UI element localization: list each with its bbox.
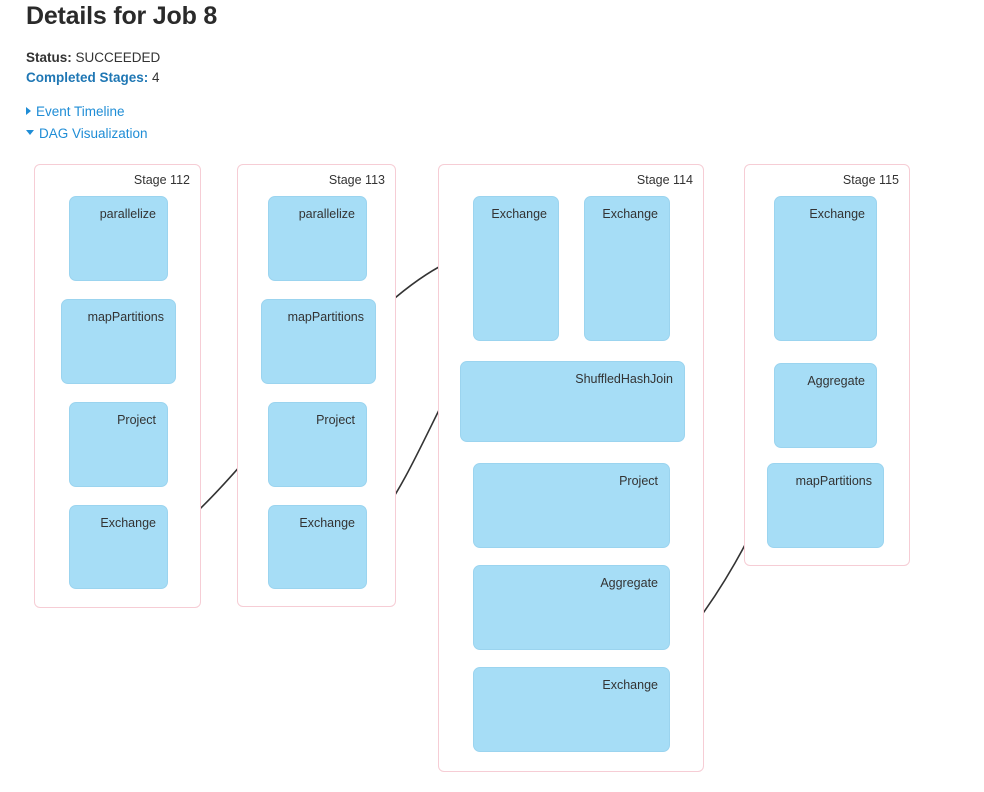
rdd-node-label: mapPartitions xyxy=(795,474,872,488)
rdd-node-project[interactable]: Project xyxy=(268,402,367,487)
rdd-node-label: parallelize xyxy=(298,207,355,221)
rdd-node-mappartitions[interactable]: mapPartitions xyxy=(61,299,176,384)
stage-label: Stage 112 xyxy=(133,173,190,187)
rdd-node-aggregate[interactable]: Aggregate xyxy=(774,363,877,448)
rdd-node-label: Aggregate xyxy=(600,576,658,590)
completed-stages-label: Completed Stages: xyxy=(26,70,149,85)
rdd-node-exchange[interactable]: Exchange xyxy=(473,667,670,752)
rdd-node-label: mapPartitions xyxy=(287,310,364,324)
rdd-node-aggregate[interactable]: Aggregate xyxy=(473,565,670,650)
rdd-node-parallelize[interactable]: parallelize xyxy=(268,196,367,281)
toggle-dag-visualization[interactable]: DAG Visualization xyxy=(26,126,148,141)
event-timeline-label: Event Timeline xyxy=(36,104,125,119)
rdd-node-label: Project xyxy=(117,413,156,427)
rdd-node-mappartitions[interactable]: mapPartitions xyxy=(767,463,884,548)
completed-stages-value: 4 xyxy=(152,70,160,85)
stage-label: Stage 114 xyxy=(636,173,693,187)
rdd-node-project[interactable]: Project xyxy=(473,463,670,548)
rdd-node-label: Project xyxy=(316,413,355,427)
status-value: SUCCEEDED xyxy=(75,50,161,65)
rdd-node-exchange[interactable]: Exchange xyxy=(69,505,168,589)
page-title: Details for Job 8 xyxy=(26,2,218,30)
rdd-node-mappartitions[interactable]: mapPartitions xyxy=(261,299,376,384)
rdd-node-label: Aggregate xyxy=(807,374,865,388)
status-label: Status: xyxy=(26,50,72,65)
rdd-node-label: Exchange xyxy=(299,516,355,530)
rdd-node-label: Exchange xyxy=(100,516,156,530)
rdd-node-exchange[interactable]: Exchange xyxy=(774,196,877,341)
chevron-right-icon xyxy=(26,107,31,115)
rdd-node-label: parallelize xyxy=(99,207,156,221)
job-status-row: Status: SUCCEEDED xyxy=(26,50,160,65)
rdd-node-label: Exchange xyxy=(809,207,865,221)
rdd-node-label: ShuffledHashJoin xyxy=(575,372,673,386)
stage-label: Stage 113 xyxy=(328,173,385,187)
rdd-node-exchange[interactable]: Exchange xyxy=(268,505,367,589)
stage-label: Stage 115 xyxy=(842,173,899,187)
rdd-node-label: Project xyxy=(619,474,658,488)
rdd-node-exchange[interactable]: Exchange xyxy=(473,196,559,341)
rdd-node-exchange[interactable]: Exchange xyxy=(584,196,670,341)
rdd-node-label: mapPartitions xyxy=(87,310,164,324)
rdd-node-parallelize[interactable]: parallelize xyxy=(69,196,168,281)
toggle-event-timeline[interactable]: Event Timeline xyxy=(26,104,125,119)
rdd-node-label: Exchange xyxy=(602,207,658,221)
rdd-node-project[interactable]: Project xyxy=(69,402,168,487)
rdd-node-label: Exchange xyxy=(602,678,658,692)
rdd-node-label: Exchange xyxy=(491,207,547,221)
rdd-node-shuffledhashjoin[interactable]: ShuffledHashJoin xyxy=(460,361,685,442)
completed-stages-row: Completed Stages: 4 xyxy=(26,70,160,85)
chevron-down-icon xyxy=(26,130,34,135)
dag-visualization-label: DAG Visualization xyxy=(39,126,148,141)
